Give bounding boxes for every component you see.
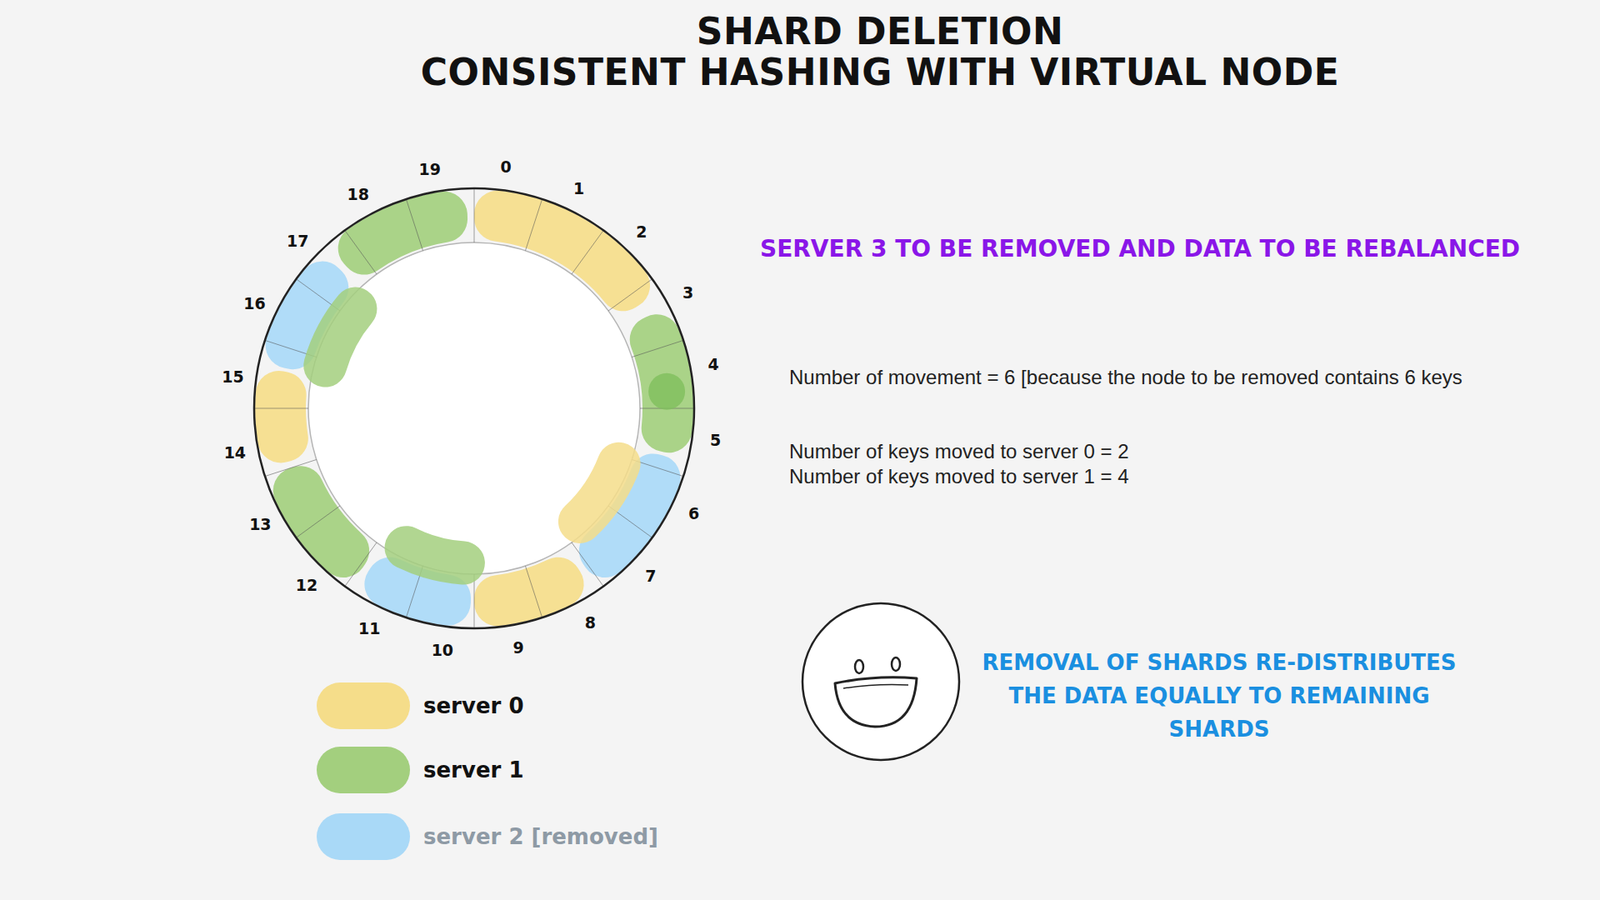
ring-tick — [525, 565, 542, 618]
ring-position-number: 0 — [500, 157, 511, 176]
ring-tick — [525, 199, 542, 251]
moved-keys-segment — [558, 442, 641, 544]
ring-tick — [295, 505, 340, 538]
ring-tick — [608, 279, 653, 311]
ring-position-number: 16 — [243, 294, 265, 313]
ring-position-number: 6 — [688, 504, 700, 523]
legend-swatch — [316, 682, 410, 730]
ring-position-number: 1 — [573, 179, 585, 198]
ring-position-number: 13 — [249, 515, 271, 534]
face-eye — [855, 660, 864, 674]
ring-position-number: 2 — [635, 222, 647, 241]
ring-position-number: 15 — [221, 367, 244, 386]
ring-tick — [345, 542, 377, 587]
moved-count-note: Number of keys moved to server 0 = 2 — [789, 440, 1130, 464]
face-outline — [802, 603, 960, 760]
ring-segment — [255, 370, 309, 463]
ring-tick — [571, 230, 604, 275]
ring-position-number: 7 — [645, 566, 656, 585]
ring-outer — [254, 188, 695, 629]
subtitle: CONSISTENT HASHING WITH VIRTUAL NODE — [420, 50, 1340, 94]
ring-position-number: 9 — [513, 638, 525, 657]
ring-position-number: 19 — [419, 160, 441, 179]
face-mouth — [835, 677, 917, 727]
ring-tick — [345, 230, 377, 275]
face-mouth-line — [843, 685, 909, 690]
conclusion-note: REMOVAL OF SHARDS RE-DISTRIBUTES THE DAT… — [973, 645, 1465, 746]
ring-segment — [474, 557, 585, 627]
ring-position-number: 5 — [710, 430, 721, 450]
ring-tick — [571, 542, 604, 587]
moved-keys-segment — [385, 525, 485, 585]
ring-segment — [273, 465, 370, 578]
legend-text: server 1 — [423, 757, 524, 783]
legend-swatch — [316, 746, 410, 794]
ring-position-number: 18 — [346, 185, 369, 204]
ring-tick — [405, 199, 423, 251]
legend-text: server 2 [removed] — [423, 824, 659, 850]
title: SHARD DELETION — [696, 10, 1065, 53]
hash-ring — [254, 188, 695, 629]
ring-segment — [630, 314, 694, 453]
ring-tick — [474, 574, 475, 629]
smiley-face — [802, 603, 960, 760]
ring-dot — [648, 373, 685, 410]
moved-keys-segment — [303, 287, 377, 388]
ring-position-number: 3 — [682, 283, 694, 302]
ring-tick — [265, 459, 317, 476]
ring-position-number: 8 — [585, 613, 596, 632]
ring-position-number: 17 — [286, 231, 309, 250]
legend-swatch — [316, 813, 410, 860]
legend-text: server 0 — [423, 693, 524, 719]
face-eye — [891, 657, 900, 671]
movement-note: Number of movement = 6 [because the node… — [789, 365, 1463, 390]
ring-position-number: 4 — [707, 355, 719, 374]
ring-position-number: 10 — [431, 640, 454, 660]
ring-tick — [254, 408, 309, 410]
ring-position-number: 11 — [358, 619, 380, 638]
moved-count-note: Number of keys moved to server 1 = 4 — [789, 465, 1130, 489]
ring-tick — [474, 188, 475, 243]
ring-position-number: 12 — [295, 575, 318, 595]
heading-note: SERVER 3 TO BE REMOVED AND DATA TO BE RE… — [760, 235, 1520, 263]
ring-segment — [474, 190, 650, 312]
ring-tick — [631, 340, 684, 357]
ring-position-number: 14 — [224, 443, 246, 462]
ring-segment — [338, 191, 468, 275]
